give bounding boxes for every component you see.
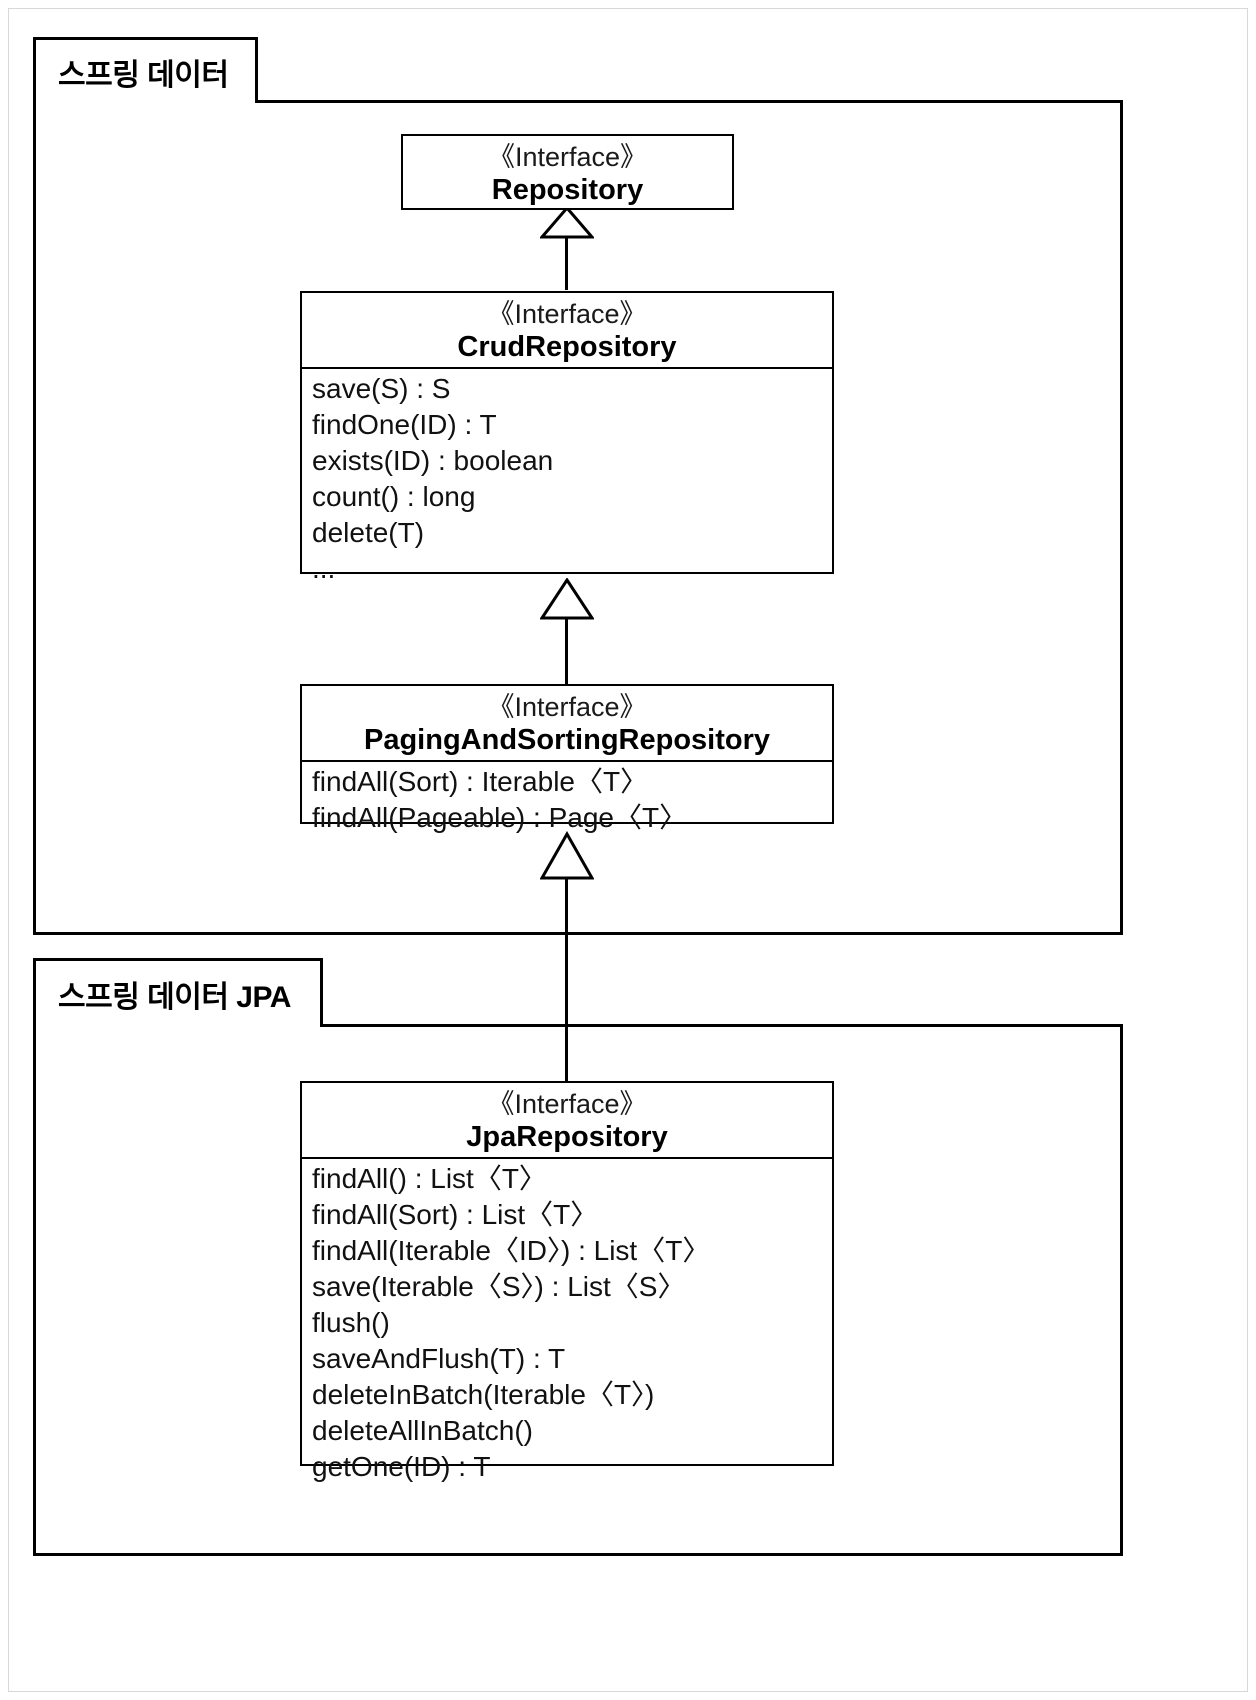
generalization-line-paging-to-crud (565, 616, 568, 688)
method-row: deleteAllInBatch() (312, 1415, 534, 1446)
class-header-crud-repository: 《Interface》 CrudRepository (302, 293, 832, 369)
package-spring-data-tab: 스프링 데이터 (33, 37, 258, 103)
class-name-crud-repository: CrudRepository (457, 331, 677, 363)
class-header-jpa-repository: 《Interface》 JpaRepository (302, 1083, 832, 1159)
class-box-repository[interactable]: 《Interface》 Repository (401, 134, 734, 210)
method-row: save(Iterable〈S〉) : List〈S〉 (312, 1271, 686, 1302)
class-box-paging-and-sorting-repository[interactable]: 《Interface》 PagingAndSortingRepository f… (300, 684, 834, 833)
method-row: exists(ID) : boolean (312, 445, 554, 476)
class-stereotype-paging-and-sorting-repository: 《Interface》 (487, 692, 647, 722)
class-stereotype-jpa-repository: 《Interface》 (487, 1089, 647, 1119)
method-row: flush() (312, 1307, 390, 1338)
class-box-crud-repository[interactable]: 《Interface》 CrudRepository save(S) : S f… (300, 291, 834, 584)
class-methods-crud-repository: save(S) : S findOne(ID) : T exists(ID) :… (302, 369, 832, 593)
method-row: findAll(Sort) : List〈T〉 (312, 1199, 599, 1230)
class-box-jpa-repository[interactable]: 《Interface》 JpaRepository findAll() : Li… (300, 1081, 834, 1482)
class-stereotype-crud-repository: 《Interface》 (487, 299, 647, 329)
generalization-line-crud-to-repository (565, 232, 568, 290)
class-header-repository: 《Interface》 Repository (403, 136, 732, 212)
class-methods-paging-and-sorting-repository: findAll(Sort) : Iterable〈T〉 findAll(Page… (302, 762, 832, 842)
class-stereotype-repository: 《Interface》 (487, 142, 648, 172)
class-name-repository: Repository (491, 174, 644, 206)
class-name-jpa-repository: JpaRepository (466, 1121, 668, 1153)
class-header-paging-and-sorting-repository: 《Interface》 PagingAndSortingRepository (302, 686, 832, 762)
generalization-line-jpa-to-paging (565, 878, 568, 1086)
package-spring-data-jpa-label: 스프링 데이터 JPA (58, 980, 291, 1014)
class-methods-jpa-repository: findAll() : List〈T〉 findAll(Sort) : List… (302, 1159, 832, 1491)
generalization-arrow-jpa-to-paging (540, 831, 594, 880)
method-row: findOne(ID) : T (312, 409, 497, 440)
method-row: findAll(Pageable) : Page〈T〉 (312, 802, 688, 833)
class-name-paging-and-sorting-repository: PagingAndSortingRepository (364, 724, 770, 756)
generalization-arrow-paging-to-crud (540, 578, 594, 620)
method-row: findAll(Iterable〈ID〉) : List〈T〉 (312, 1235, 711, 1266)
method-row: ... (312, 553, 336, 584)
method-row: findAll(Sort) : Iterable〈T〉 (312, 766, 649, 797)
method-row: deleteInBatch(Iterable〈T〉) (312, 1379, 655, 1410)
package-spring-data-label: 스프링 데이터 (58, 58, 229, 92)
method-row: save(S) : S (312, 373, 451, 404)
method-row: count() : long (312, 481, 476, 512)
package-spring-data-jpa-tab: 스프링 데이터 JPA (33, 958, 323, 1026)
generalization-arrow-crud-to-repository (540, 207, 594, 239)
method-row: findAll() : List〈T〉 (312, 1163, 547, 1194)
method-row: getOne(ID) : T (312, 1451, 491, 1482)
method-row: delete(T) (312, 517, 425, 548)
method-row: saveAndFlush(T) : T (312, 1343, 566, 1374)
